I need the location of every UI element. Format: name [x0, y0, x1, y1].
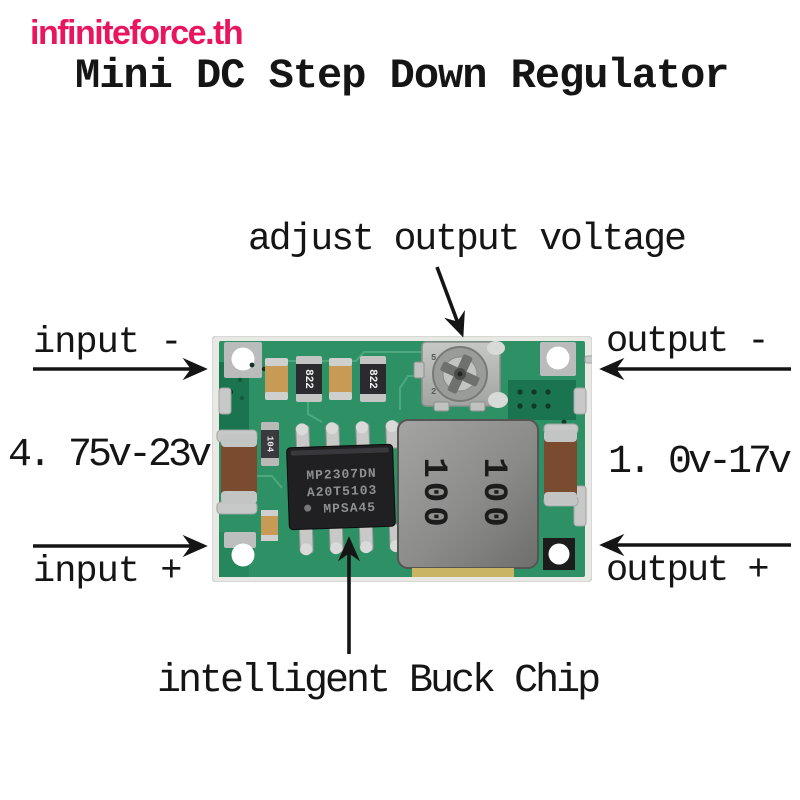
- resistor-822-2: 822: [360, 356, 386, 402]
- input-plus-label: input +: [33, 551, 182, 593]
- inductor-marking-2: 100: [414, 457, 452, 530]
- svg-text:5: 5: [431, 353, 436, 363]
- svg-text:2: 2: [431, 387, 436, 397]
- buck-chip-label: intelligent Buck Chip: [157, 659, 601, 704]
- input-voltage-range: 4. 75v-23v: [8, 433, 212, 478]
- chip-marking-line3: MPSA45: [323, 500, 376, 517]
- resistor-822-2-marking: 822: [366, 369, 378, 389]
- resistor-104-marking: 104: [265, 436, 275, 453]
- trim-potentiometer: 5 2: [413, 341, 508, 412]
- pcb-module: 822 822 104: [212, 336, 592, 582]
- inductor-marking-1: 100: [474, 457, 512, 530]
- input-minus-label: input -: [33, 322, 182, 364]
- mounting-hole-top-left: [224, 342, 262, 378]
- adjust-voltage-arrow: [435, 266, 465, 338]
- adjust-output-voltage-label: adjust output voltage: [248, 218, 687, 261]
- output-minus-label: output -: [606, 321, 770, 363]
- capacitor-tan-3: [261, 510, 278, 541]
- output-plus-label: output +: [606, 550, 770, 592]
- resistor-822-1-marking: 822: [302, 369, 314, 389]
- inductor: 100 100: [397, 419, 539, 577]
- capacitor-electrolytic-right: [544, 430, 577, 504]
- inductor-solder-strip: [412, 568, 514, 577]
- chip-pin1-dot: [304, 504, 312, 512]
- capacitor-tan-1: [265, 358, 288, 400]
- watermark: infiniteforce.th: [30, 14, 244, 52]
- capacitor-tan-2: [329, 358, 352, 400]
- mounting-hole-bottom-right: [543, 538, 575, 570]
- chip-body: [286, 443, 396, 531]
- buck-chip: MP2307DN A20T5103 MPSA45: [286, 420, 404, 556]
- chip-marking-line2: A20T5103: [307, 483, 378, 500]
- capacitor-electrolytic-left: [221, 434, 257, 504]
- resistor-104: 104: [261, 422, 279, 466]
- output-voltage-range: 1. 0v-17v: [608, 440, 792, 485]
- mounting-hole-top-right: [540, 342, 576, 376]
- mounting-hole-bottom-left: [224, 532, 256, 567]
- chip-marking-line1: MP2307DN: [306, 466, 377, 483]
- image-title: Mini DC Step Down Regulator: [75, 52, 730, 100]
- chip-pin-solder: [295, 420, 403, 556]
- resistor-822-1: 822: [296, 356, 322, 402]
